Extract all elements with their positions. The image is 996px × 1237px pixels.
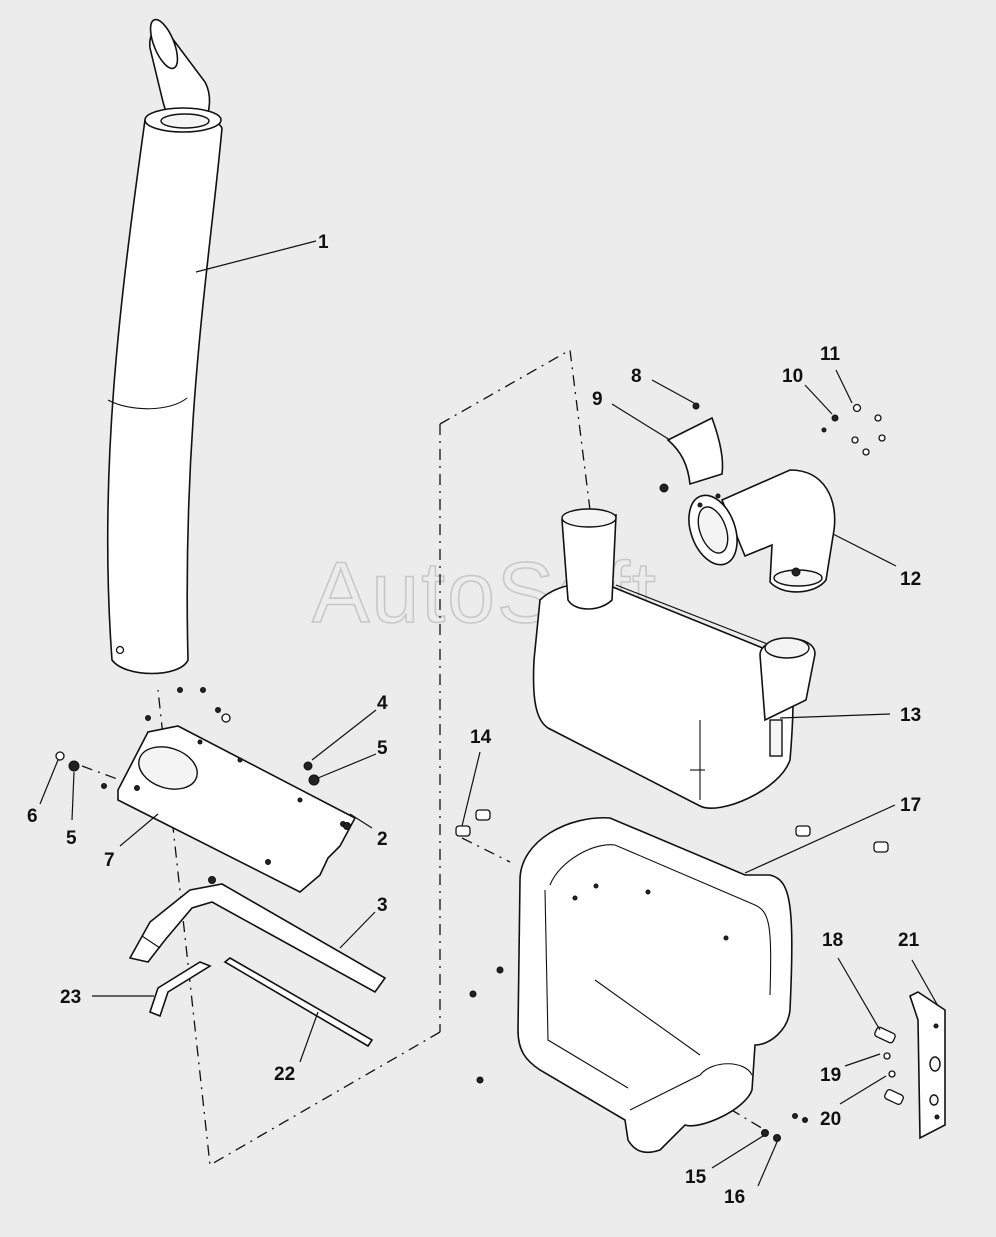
part-muffler-guard bbox=[517, 817, 793, 1154]
callout-22: 22 bbox=[274, 1064, 295, 1085]
callout-3: 3 bbox=[377, 895, 388, 916]
callout-5-upper: 5 bbox=[377, 738, 388, 759]
part-exhaust-stack bbox=[106, 18, 223, 675]
callout-21: 21 bbox=[898, 930, 920, 951]
callout-4: 4 bbox=[377, 693, 388, 714]
callout-14: 14 bbox=[470, 727, 492, 748]
callout-12: 12 bbox=[900, 569, 921, 590]
callout-5-lower: 5 bbox=[66, 828, 77, 849]
part-elbow-pipe bbox=[688, 469, 836, 593]
part-heat-shield bbox=[666, 416, 724, 486]
callout-1: 1 bbox=[318, 232, 329, 253]
callout-19: 19 bbox=[820, 1065, 841, 1086]
callout-18: 18 bbox=[822, 930, 843, 951]
callout-13: 13 bbox=[900, 705, 921, 726]
part-mounting-plate bbox=[117, 725, 357, 893]
callout-8: 8 bbox=[631, 366, 642, 387]
callout-10: 10 bbox=[782, 366, 803, 387]
part-muffler bbox=[532, 508, 816, 809]
callout-23: 23 bbox=[60, 987, 81, 1008]
callout-16: 16 bbox=[724, 1187, 745, 1208]
callout-20: 20 bbox=[820, 1109, 841, 1130]
callout-11: 11 bbox=[820, 344, 841, 365]
callout-9: 9 bbox=[592, 389, 603, 410]
callout-labels: 1 2 3 4 5 5 6 7 8 9 10 11 12 13 14 15 16… bbox=[27, 232, 921, 1208]
leader-lines bbox=[39, 240, 939, 1187]
callout-2: 2 bbox=[377, 829, 388, 850]
callout-17: 17 bbox=[900, 795, 921, 816]
callout-15: 15 bbox=[685, 1167, 707, 1188]
callout-6: 6 bbox=[27, 806, 38, 827]
part-bracket-plate bbox=[909, 991, 946, 1140]
part-bracket-23 bbox=[149, 961, 212, 1018]
part-bracket-3 bbox=[128, 883, 387, 994]
hardware-set bbox=[55, 402, 904, 1142]
part-strip-22 bbox=[223, 957, 374, 1048]
callout-7: 7 bbox=[104, 850, 115, 871]
